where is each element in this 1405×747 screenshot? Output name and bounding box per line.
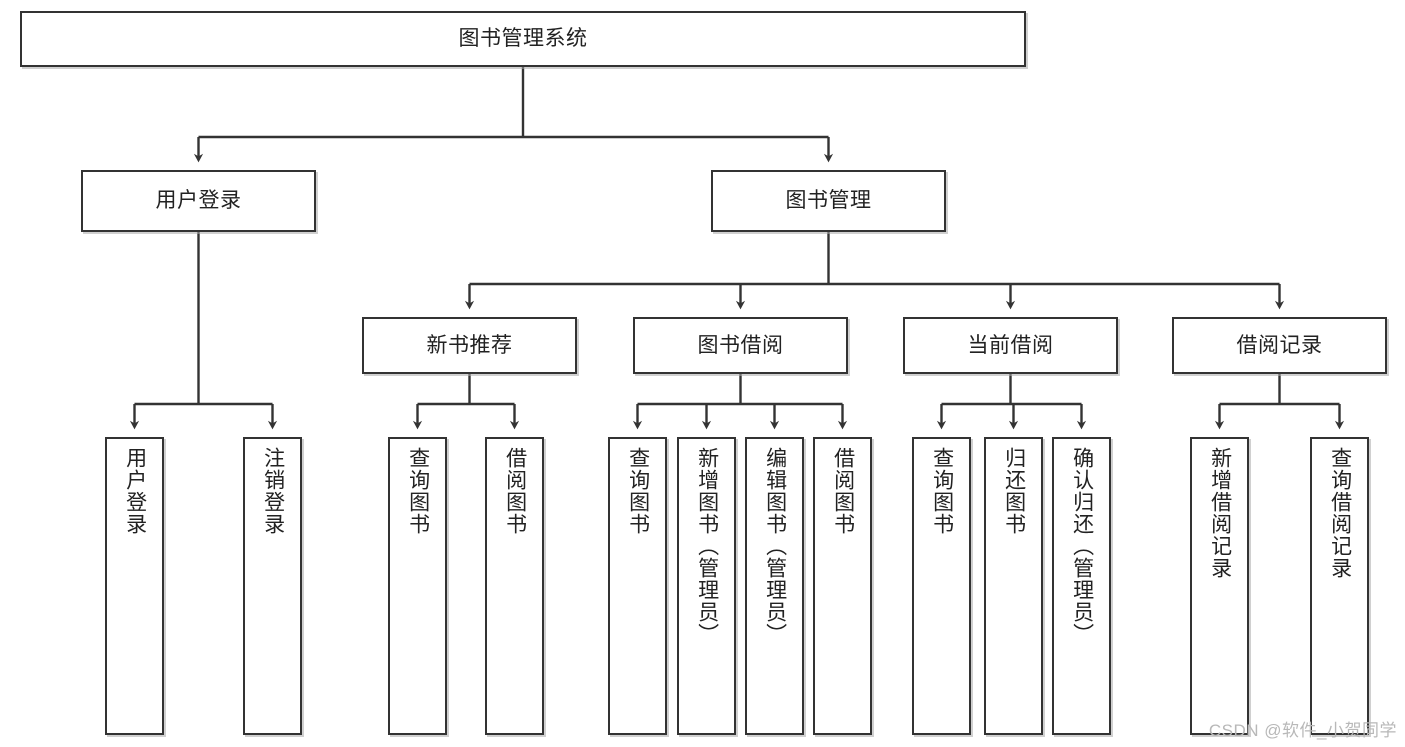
node-leaf-logout[interactable]: 注销登录: [243, 437, 302, 735]
node-leaf-borrow1[interactable]: 借阅图书: [485, 437, 544, 735]
node-borrow[interactable]: 图书借阅: [633, 317, 848, 374]
node-current[interactable]: 当前借阅: [903, 317, 1118, 374]
node-label: 用户登录: [155, 189, 242, 213]
node-leaf-addbook[interactable]: 新增图书（管理员）: [677, 437, 736, 735]
node-leaf-query2[interactable]: 查询图书: [608, 437, 667, 735]
node-records[interactable]: 借阅记录: [1172, 317, 1387, 374]
node-label: 图书管理: [785, 189, 872, 213]
node-leaf-addrec[interactable]: 新增借阅记录: [1190, 437, 1249, 735]
node-leaf-confirm[interactable]: 确认归还（管理员）: [1052, 437, 1111, 735]
node-leaf-userlogin[interactable]: 用户登录: [105, 437, 164, 735]
node-leaf-return[interactable]: 归还图书: [984, 437, 1043, 735]
node-label: 当前借阅: [967, 333, 1054, 357]
node-label: 查询图书: [626, 447, 650, 535]
node-label: 归还图书: [1002, 447, 1026, 535]
node-leaf-query1[interactable]: 查询图书: [388, 437, 447, 735]
node-newbook[interactable]: 新书推荐: [362, 317, 577, 374]
node-leaf-query3[interactable]: 查询图书: [912, 437, 971, 735]
node-label: 新增图书（管理员）: [695, 447, 719, 645]
node-label: 图书借阅: [697, 333, 784, 357]
node-label: 新书推荐: [426, 333, 513, 357]
node-bookmgmt[interactable]: 图书管理: [711, 170, 946, 232]
node-leaf-queryrec[interactable]: 查询借阅记录: [1310, 437, 1369, 735]
node-label: 查询借阅记录: [1328, 447, 1352, 579]
node-leaf-borrow2[interactable]: 借阅图书: [813, 437, 872, 735]
node-label: 编辑图书（管理员）: [763, 447, 787, 645]
node-root[interactable]: 图书管理系统: [20, 11, 1026, 67]
node-label: 用户登录: [123, 447, 147, 535]
node-label: 图书管理系统: [458, 27, 588, 51]
node-label: 查询图书: [406, 447, 430, 535]
node-label: 借阅图书: [503, 447, 527, 535]
node-leaf-editbook[interactable]: 编辑图书（管理员）: [745, 437, 804, 735]
node-label: 查询图书: [930, 447, 954, 535]
node-login[interactable]: 用户登录: [81, 170, 316, 232]
watermark: CSDN @软件_小贺同学: [1208, 721, 1397, 740]
node-label: 注销登录: [261, 447, 285, 535]
node-label: 新增借阅记录: [1208, 447, 1232, 579]
node-label: 借阅图书: [831, 447, 855, 535]
node-label: 借阅记录: [1236, 333, 1323, 357]
node-label: 确认归还（管理员）: [1070, 447, 1094, 645]
